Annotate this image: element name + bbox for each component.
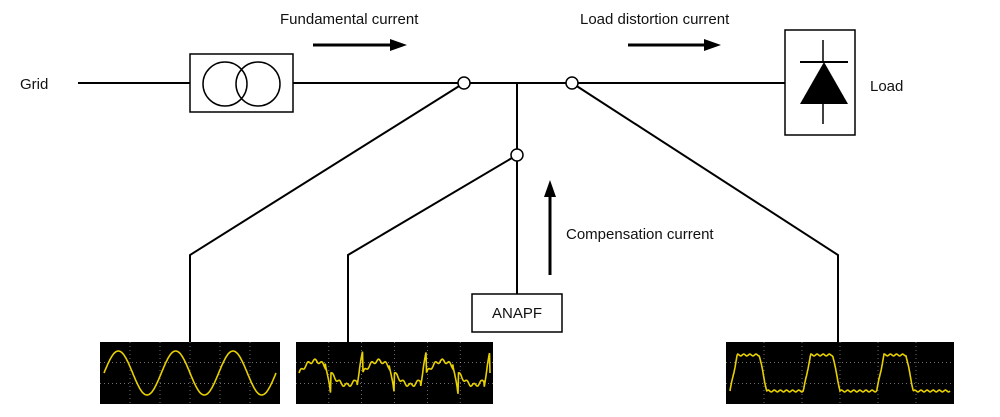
compensation-current-label: Compensation current bbox=[566, 226, 714, 243]
probe-node-load-distortion bbox=[565, 76, 579, 90]
probe-line-compensation bbox=[347, 154, 518, 345]
probe-node-compensation bbox=[510, 148, 524, 162]
fundamental-current-label: Fundamental current bbox=[280, 11, 419, 28]
load-label: Load bbox=[870, 78, 903, 95]
load-distortion-current-label: Load distortion current bbox=[580, 11, 730, 28]
waveform-fundamental bbox=[103, 350, 277, 396]
scope-load-distortion bbox=[726, 342, 954, 404]
scope-compensation bbox=[296, 342, 493, 404]
scope-fundamental bbox=[100, 342, 280, 404]
transformer-icon bbox=[189, 53, 294, 113]
probe-line-fundamental bbox=[189, 82, 465, 345]
probe-node-fundamental bbox=[457, 76, 471, 90]
diode-icon bbox=[784, 29, 856, 136]
arrow-right-icon bbox=[313, 39, 407, 51]
anapf-box bbox=[471, 293, 563, 333]
waveform-compensation bbox=[298, 351, 491, 394]
arrow-up-icon bbox=[544, 180, 556, 275]
waveform-load-distortion bbox=[729, 353, 951, 393]
grid-label: Grid bbox=[20, 76, 48, 93]
probe-line-load-distortion bbox=[571, 82, 839, 345]
anapf-label: ANAPF bbox=[492, 305, 542, 322]
arrow-right-icon bbox=[628, 39, 721, 51]
